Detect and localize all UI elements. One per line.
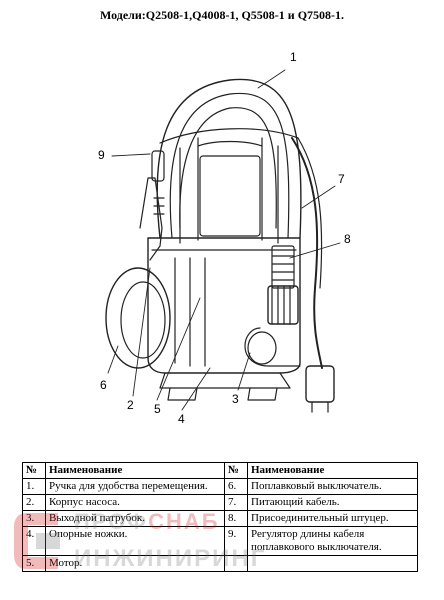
cell-num: 9.: [224, 526, 248, 556]
cell-name: Мотор.: [45, 555, 225, 572]
table-row: 3. Выходной патрубок. 8. Присоединительн…: [22, 510, 418, 527]
plug: [305, 365, 335, 403]
callout-1: 1: [290, 50, 297, 64]
cell-name: Опорные ножки.: [45, 526, 225, 556]
table-row: 5. Мотор.: [22, 555, 418, 572]
cell-num: 4.: [22, 526, 46, 556]
cell-num: 1.: [22, 478, 46, 495]
callout-9: 9: [98, 148, 105, 162]
cell-num: 6.: [224, 478, 248, 495]
feet: [167, 387, 278, 401]
cell-name: Питающий кабель.: [247, 494, 418, 511]
callout-3: 3: [232, 392, 239, 406]
pump-drawing: [105, 69, 341, 413]
outlet: [244, 327, 301, 367]
cell-name: Регулятор длины кабеля поплавкового выкл…: [247, 526, 418, 556]
cell-name: Корпус насоса.: [45, 494, 225, 511]
header-num-left: №: [22, 462, 46, 479]
cable-regulator: [151, 150, 165, 182]
callout-4: 4: [178, 412, 185, 426]
cell-name: Выходной патрубок.: [45, 510, 225, 527]
cell-num: 2.: [22, 494, 46, 511]
cell-name: Поплавковый выключатель.: [247, 478, 418, 495]
fitting: [271, 245, 295, 289]
power-cable: [291, 137, 323, 369]
table-row: 4. Опорные ножки. 9. Регулятор длины каб…: [22, 526, 418, 556]
header-name-right: Наименование: [247, 462, 418, 479]
parts-table: № Наименование № Наименование 1. Ручка д…: [22, 462, 418, 572]
cell-name: Присоединительный штуцер.: [247, 510, 418, 527]
callout-2: 2: [127, 398, 134, 412]
cell-num: [224, 555, 248, 572]
cell-name: Ручка для удобства перемещения.: [45, 478, 225, 495]
pump-body: [147, 237, 301, 374]
window: [199, 155, 261, 237]
handle-inner: [169, 92, 290, 239]
table-row: 2. Корпус насоса. 7. Питающий кабель.: [22, 494, 418, 511]
cell-num: 7.: [224, 494, 248, 511]
float-switch: [105, 267, 171, 369]
table-row: 1. Ручка для удобства перемещения. 6. По…: [22, 478, 418, 495]
cell-name: [247, 555, 418, 572]
header-name-left: Наименование: [45, 462, 225, 479]
callout-6: 6: [100, 378, 107, 392]
cell-num: 8.: [224, 510, 248, 527]
cell-num: 3.: [22, 510, 46, 527]
pump-diagram: 1 9 7 8 6 2 5 4 3: [0, 28, 444, 448]
callout-7: 7: [338, 172, 345, 186]
cell-num: 5.: [22, 555, 46, 572]
header-num-right: №: [224, 462, 248, 479]
page-title: Модели:Q2508-1,Q4008-1, Q5508-1 и Q7508-…: [99, 8, 345, 22]
callout-8: 8: [344, 232, 351, 246]
table-header-row: № Наименование № Наименование: [22, 462, 418, 479]
fitting-nut: [267, 285, 299, 325]
handle: [156, 78, 302, 239]
cage: [179, 137, 279, 244]
callout-5: 5: [154, 402, 161, 416]
